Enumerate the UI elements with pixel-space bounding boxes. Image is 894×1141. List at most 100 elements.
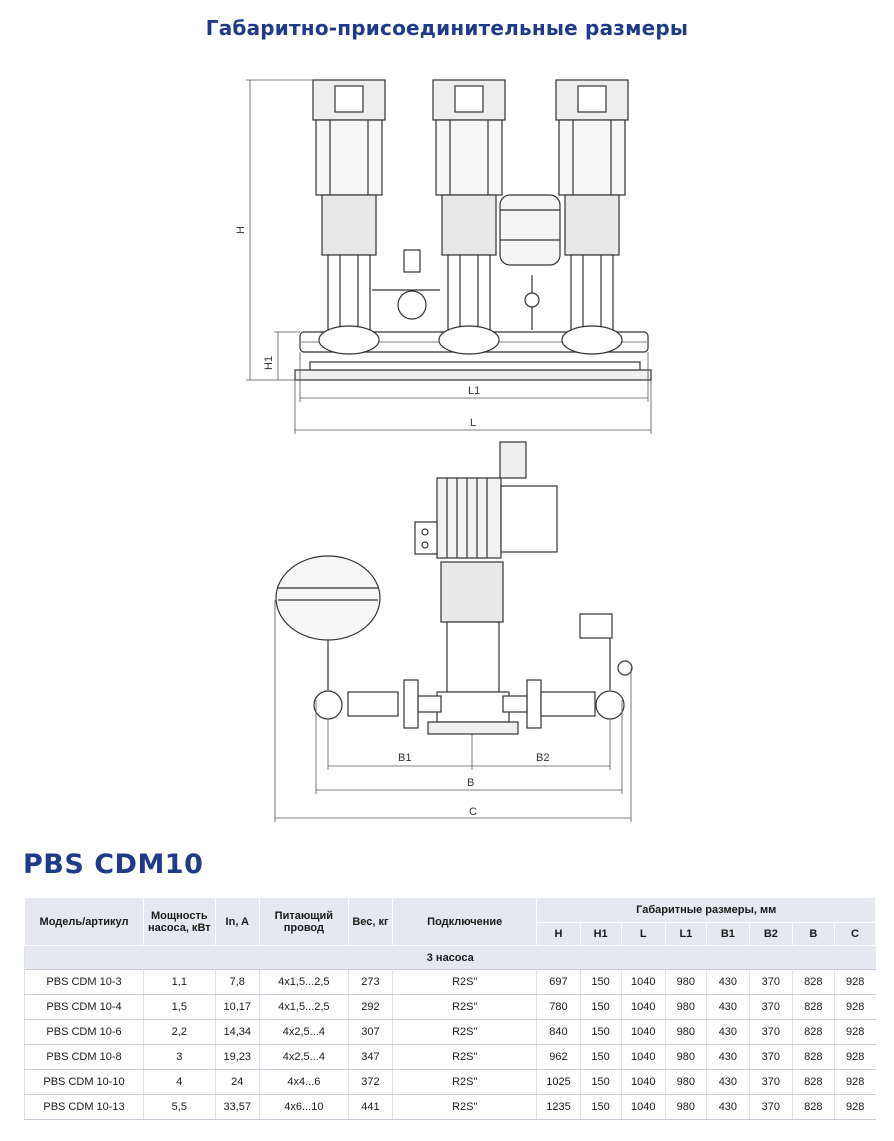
- table-cell: 430: [705, 1019, 750, 1045]
- dim-label-H: H: [235, 226, 247, 234]
- spec-table: Модель/артикул Мощность насоса, кВт In, …: [23, 897, 877, 1120]
- table-cell: R2S": [392, 994, 537, 1020]
- technical-drawing: H H1 L1 L: [235, 79, 652, 822]
- header-dim-L: L: [620, 922, 666, 946]
- model-title: PBS CDM10: [23, 849, 204, 880]
- table-cell: 33,57: [214, 1094, 260, 1120]
- table-cell: 928: [833, 969, 876, 995]
- table-cell: 19,23: [214, 1044, 260, 1070]
- table-cell: 7,8: [214, 969, 260, 995]
- page-heading: Габаритно-присоединительные размеры: [205, 16, 689, 40]
- group-row: 3 насоса: [24, 945, 876, 970]
- front-dimensions: [246, 79, 652, 434]
- table-cell: 928: [833, 1094, 876, 1120]
- table-cell: 10,17: [214, 994, 260, 1020]
- header-connection: Подключение: [392, 897, 538, 946]
- table-cell: 1235: [536, 1094, 581, 1120]
- table-cell: 4x1,5...2,5: [258, 994, 349, 1020]
- table-cell: PBS CDM 10-6: [23, 1019, 144, 1045]
- table-cell: 4x6...10: [258, 1094, 349, 1120]
- side-dimensions: [274, 600, 632, 822]
- table-cell: 928: [833, 1069, 876, 1095]
- table-cell: 1,1: [143, 969, 216, 995]
- table-cell: 372: [347, 1069, 393, 1095]
- header-dim-L1: L1: [664, 922, 707, 946]
- table-cell: 150: [579, 1044, 622, 1070]
- table-cell: 962: [536, 1044, 581, 1070]
- table-cell: 928: [833, 1019, 876, 1045]
- side-view: [275, 441, 633, 735]
- table-cell: 1040: [620, 994, 666, 1020]
- dim-label-H1: H1: [263, 356, 275, 370]
- table-cell: 980: [664, 1069, 707, 1095]
- table-cell: 370: [748, 1094, 793, 1120]
- table-cell: 4x1,5...2,5: [258, 969, 349, 995]
- table-cell: R2S": [392, 1044, 537, 1070]
- table-cell: 150: [579, 1069, 622, 1095]
- table-cell: 1040: [620, 1019, 666, 1045]
- table-cell: 370: [748, 1069, 793, 1095]
- header-dimensions: Габаритные размеры, мм: [536, 897, 876, 923]
- table-cell: PBS CDM 10-4: [23, 994, 144, 1020]
- table-cell: 307: [347, 1019, 393, 1045]
- spec-table-head: Модель/артикул Мощность насоса, кВт In, …: [23, 897, 877, 946]
- dim-label-C: C: [469, 806, 477, 818]
- table-cell: 370: [748, 1019, 793, 1045]
- table-cell: 2,2: [143, 1019, 216, 1045]
- table-cell: 347: [347, 1044, 393, 1070]
- header-weight: Вес, кг: [347, 897, 394, 946]
- table-cell: 980: [664, 994, 707, 1020]
- front-view: [294, 79, 652, 381]
- table-cell: PBS CDM 10-8: [23, 1044, 144, 1070]
- pump-unit-3: [555, 79, 629, 355]
- table-cell: 370: [748, 994, 793, 1020]
- table-cell: 828: [791, 1019, 835, 1045]
- table-cell: R2S": [392, 1019, 537, 1045]
- pump-unit-1: [312, 79, 386, 355]
- table-cell: PBS CDM 10-3: [23, 969, 144, 995]
- table-cell: 430: [705, 969, 750, 995]
- table-cell: 292: [347, 994, 393, 1020]
- table-cell: 14,34: [214, 1019, 260, 1045]
- header-dim-B: B: [791, 922, 835, 946]
- table-cell: 4x2,5...4: [258, 1019, 349, 1045]
- table-cell: 928: [833, 994, 876, 1020]
- table-cell: 980: [664, 969, 707, 995]
- table-cell: 828: [791, 1094, 835, 1120]
- table-cell: 430: [705, 1069, 750, 1095]
- table-cell: 430: [705, 994, 750, 1020]
- table-cell: 3: [143, 1044, 216, 1070]
- table-cell: 430: [705, 1044, 750, 1070]
- dim-label-B: B: [467, 777, 474, 789]
- table-cell: 150: [579, 969, 622, 995]
- table-cell: 840: [536, 1019, 581, 1045]
- table-cell: 980: [664, 1019, 707, 1045]
- header-cable: Питающий провод: [258, 897, 349, 946]
- table-cell: 828: [791, 969, 835, 995]
- table-cell: 780: [536, 994, 581, 1020]
- dim-label-B1: B1: [398, 752, 411, 764]
- header-dim-B1: B1: [705, 922, 750, 946]
- header-dim-B2: B2: [748, 922, 793, 946]
- table-cell: PBS CDM 10-10: [23, 1069, 144, 1095]
- dim-label-L: L: [470, 417, 476, 429]
- table-cell: 370: [748, 1044, 793, 1070]
- table-cell: 150: [579, 1019, 622, 1045]
- table-cell: PBS CDM 10-13: [23, 1094, 144, 1120]
- table-cell: 430: [705, 1094, 750, 1120]
- table-cell: 150: [579, 994, 622, 1020]
- group-label: 3 насоса: [24, 945, 876, 970]
- header-dim-H: H: [536, 922, 581, 946]
- table-cell: 1040: [620, 1069, 666, 1095]
- table-cell: 24: [214, 1069, 260, 1095]
- table-cell: 980: [664, 1094, 707, 1120]
- table-cell: 828: [791, 1044, 835, 1070]
- table-cell: 1,5: [143, 994, 216, 1020]
- table-cell: 1040: [620, 1044, 666, 1070]
- table-cell: 4: [143, 1069, 216, 1095]
